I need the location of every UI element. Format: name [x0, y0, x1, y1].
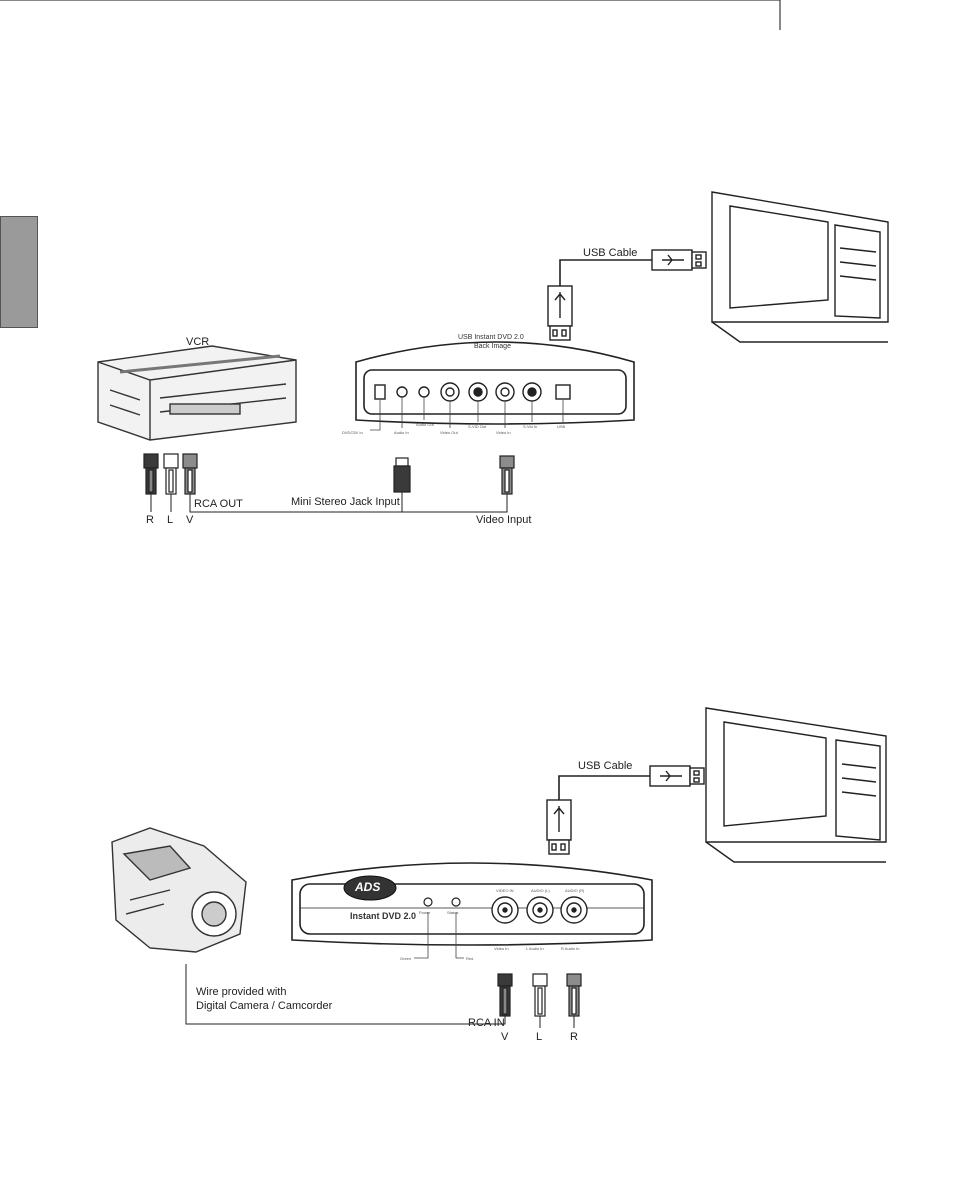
status-leds — [423, 897, 461, 907]
video-input-plug-icon — [499, 455, 515, 495]
usb-plug-device-icon — [546, 799, 572, 855]
port-label: Video In — [494, 946, 509, 951]
section-tab — [0, 216, 38, 328]
rca-wires — [150, 492, 508, 513]
product-name: Instant DVD 2.0 — [350, 911, 417, 921]
rca-plug-r-icon — [566, 973, 582, 1017]
rca-wires — [185, 964, 575, 1028]
usb-cable-line — [558, 775, 650, 800]
rca-plug-l-icon — [532, 973, 548, 1017]
usb-cable-label: USB Cable — [583, 247, 638, 259]
port-label: R Audio In — [561, 946, 580, 951]
rca-in-label: RCA IN — [468, 1017, 505, 1029]
mini-stereo-label: Mini Stereo Jack Input — [291, 496, 400, 508]
rca-plug-r-icon — [143, 453, 159, 495]
mini-stereo-plug-icon — [393, 457, 411, 493]
device-ports — [491, 896, 588, 924]
wire-note-line1: Wire provided with — [196, 986, 287, 998]
usb-plug-pc-icon — [651, 249, 707, 271]
video-input-label: Video Input — [476, 514, 532, 526]
led-label-status: Status — [447, 910, 459, 915]
port-label: S-Vid In — [523, 424, 538, 429]
plug-label-r: R — [146, 514, 154, 526]
computer-icon — [711, 191, 889, 343]
port-label: Video In — [496, 430, 511, 435]
camcorder-icon — [111, 827, 247, 953]
vcr-label: VCR — [186, 336, 210, 348]
plug-label-l: L — [536, 1031, 543, 1043]
brand-logo: ADS — [355, 880, 381, 894]
port-label: USB — [557, 424, 566, 429]
plug-label-r: R — [570, 1031, 578, 1043]
computer-icon — [705, 707, 887, 863]
plug-label-v: V — [501, 1031, 509, 1043]
led-sub-label: Green — [400, 956, 412, 961]
vcr-icon — [97, 345, 297, 441]
port-label: L Audio In — [526, 946, 544, 951]
plug-label-l: L — [167, 514, 174, 526]
device-label-line2: Back Image — [474, 343, 511, 350]
usb-plug-pc-icon — [649, 765, 705, 787]
port-label: DVDC5V In — [342, 430, 363, 435]
port-top-label: AUDIO (L) — [531, 888, 550, 893]
port-top-label: AUDIO (R) — [565, 888, 585, 893]
device-label-line1: USB Instant DVD 2.0 — [458, 334, 524, 341]
usb-cable-label: USB Cable — [578, 760, 633, 772]
rca-plug-v-icon — [497, 973, 513, 1017]
device-front-panel — [291, 862, 653, 946]
rca-plug-l-icon — [163, 453, 179, 495]
port-label: Audio Out — [416, 422, 434, 427]
port-label: S-VID Out — [468, 424, 487, 429]
ads-logo-icon — [343, 875, 397, 901]
led-label-power: Power — [419, 910, 431, 915]
port-label: Audio In — [394, 430, 409, 435]
usb-plug-device-icon — [547, 285, 573, 341]
wire-note-line2: Digital Camera / Camcorder — [196, 1000, 333, 1012]
device-back-panel — [355, 341, 635, 425]
device-ports — [374, 382, 571, 402]
plug-label-v: V — [186, 514, 194, 526]
rca-out-label: RCA OUT — [194, 498, 243, 510]
led-sub-label: Red — [466, 956, 474, 961]
port-label: Video Out — [440, 430, 458, 435]
usb-cable-line — [559, 259, 652, 286]
port-top-label: VIDEO IN — [496, 888, 514, 893]
